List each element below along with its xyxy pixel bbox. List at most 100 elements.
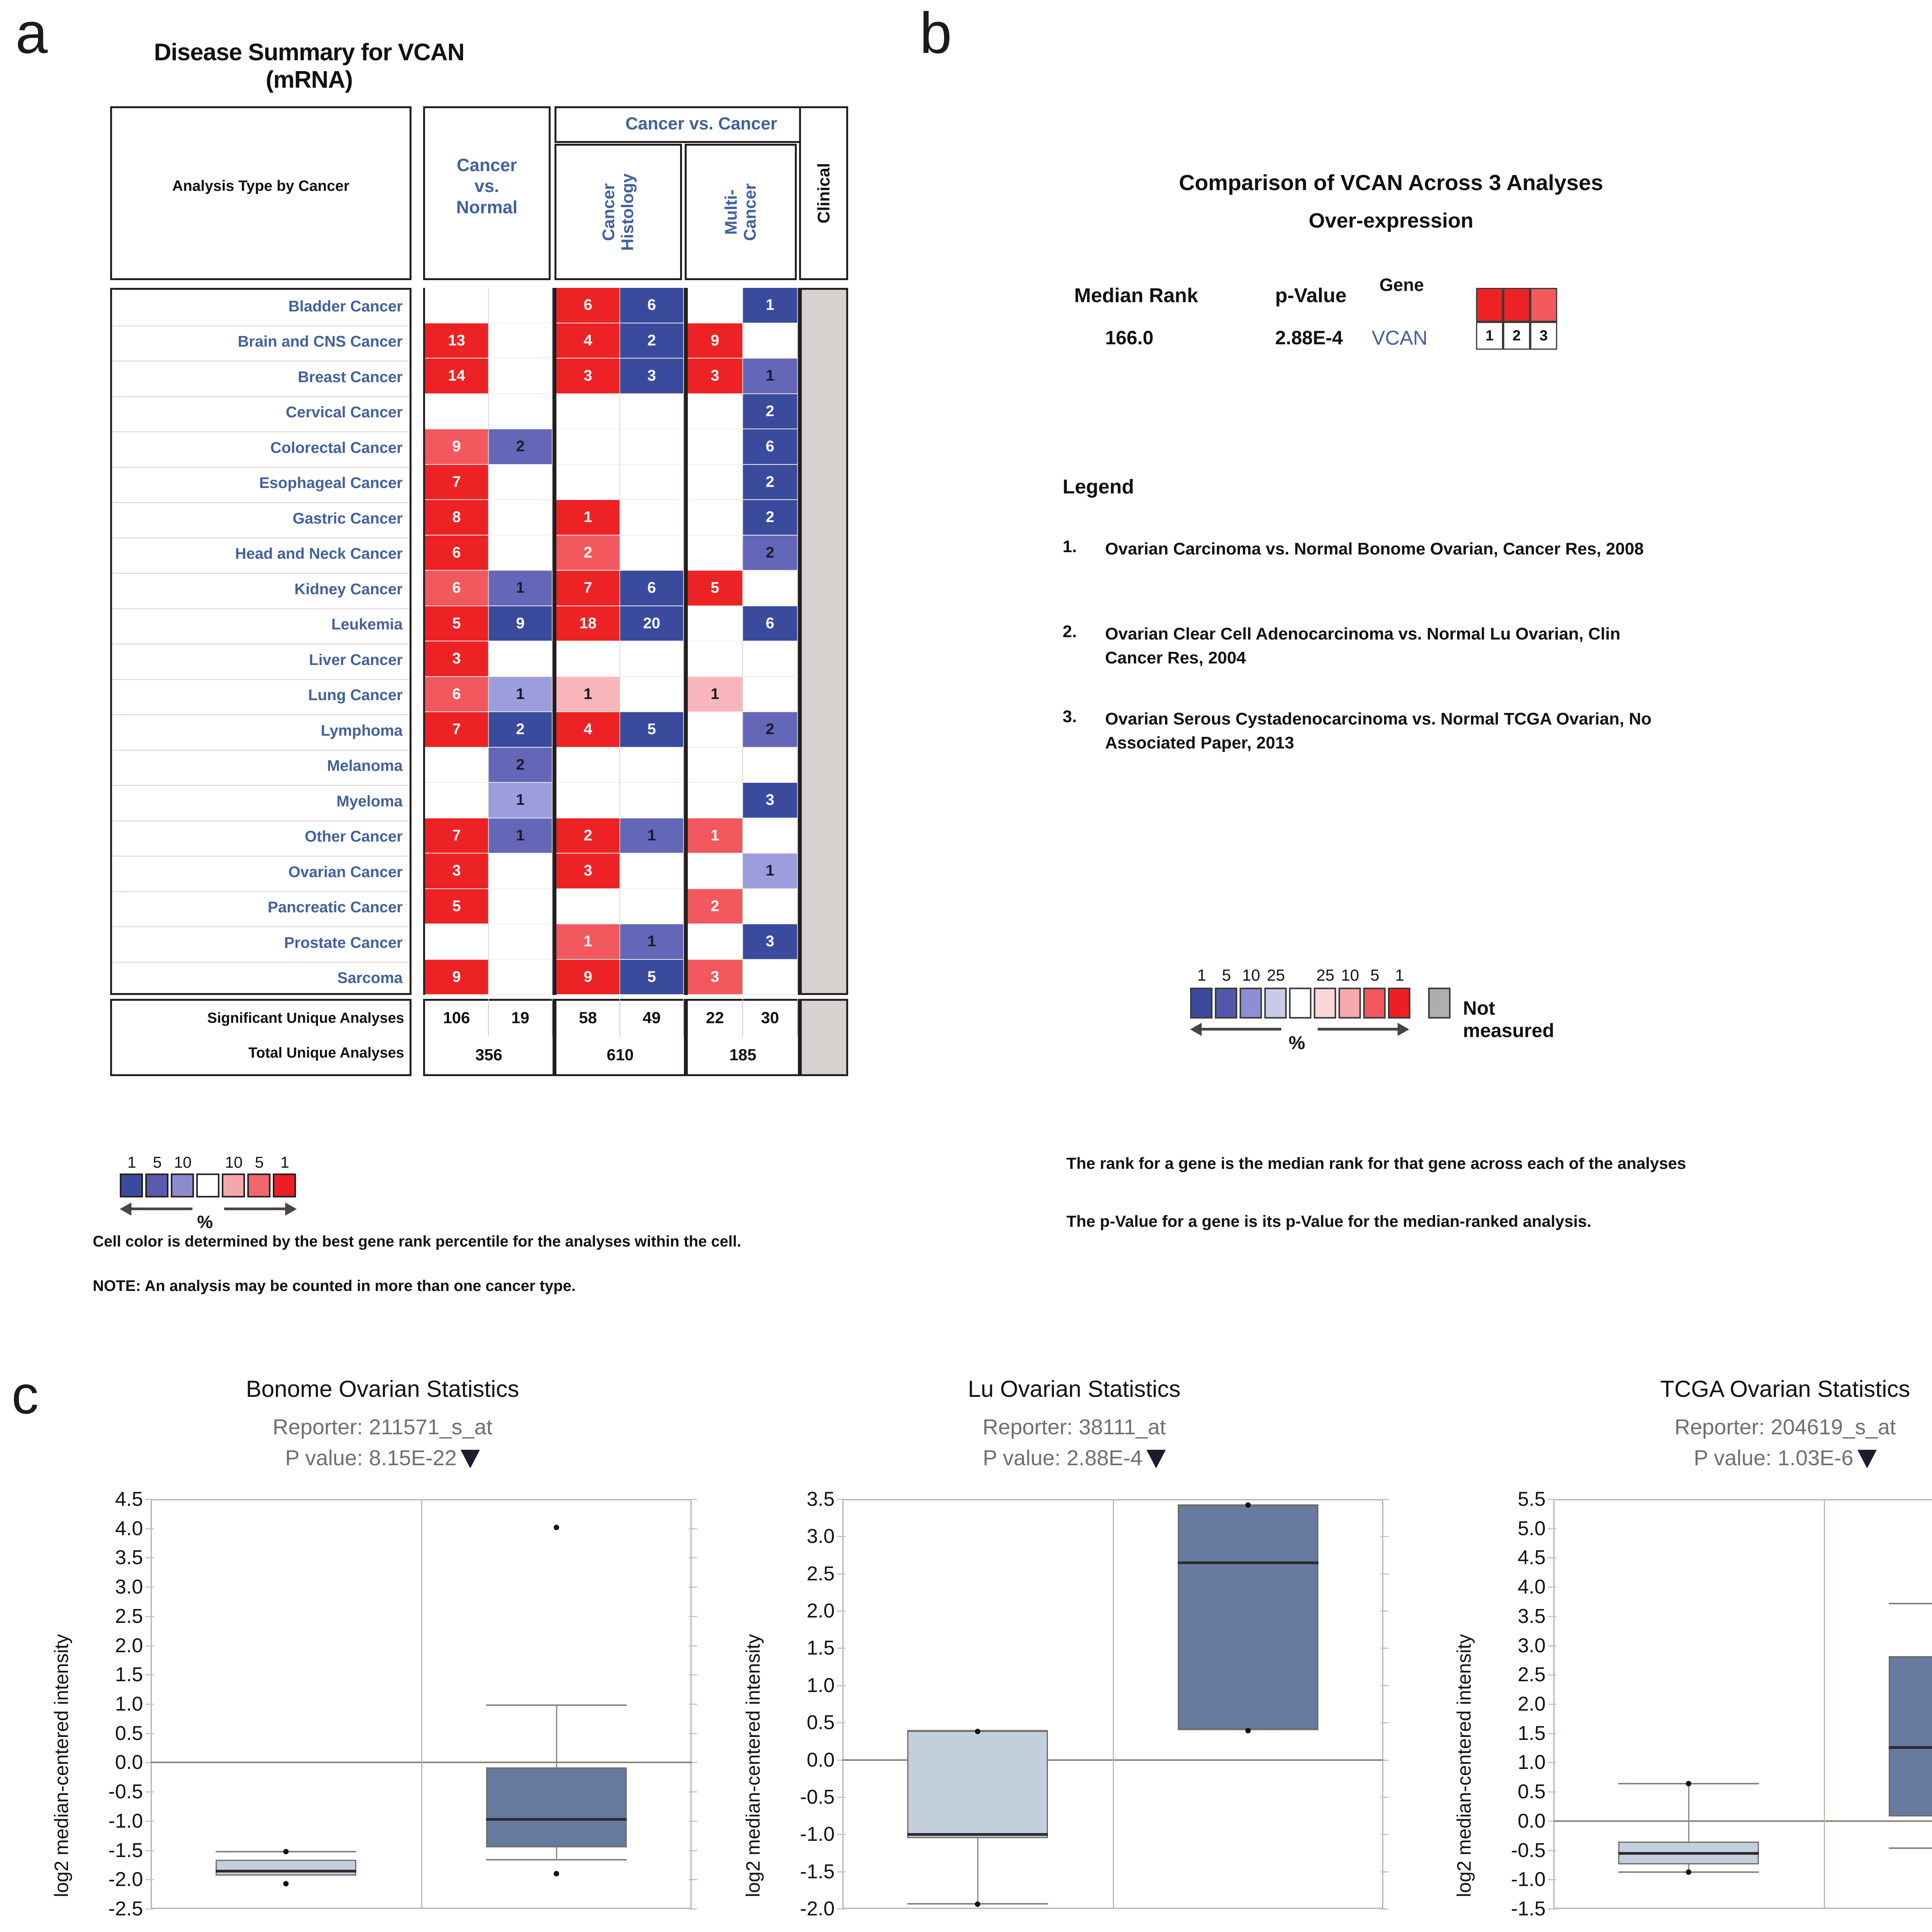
heatmap-cell[interactable] bbox=[556, 464, 620, 500]
heatmap-cell[interactable]: 9 bbox=[489, 606, 553, 641]
heatmap-cell[interactable]: 1 bbox=[743, 359, 798, 394]
heatmap-cell[interactable]: 5 bbox=[425, 606, 489, 641]
heatmap-cell[interactable]: 3 bbox=[425, 641, 489, 677]
heatmap-cell[interactable]: 5 bbox=[620, 712, 684, 748]
heatmap-cell[interactable]: 2 bbox=[489, 429, 553, 465]
heatmap-cell[interactable]: 6 bbox=[743, 606, 798, 641]
heatmap-cell[interactable] bbox=[743, 323, 798, 359]
heatmap-cell[interactable] bbox=[688, 783, 743, 818]
heatmap-cell[interactable] bbox=[489, 323, 553, 359]
heatmap-cell[interactable]: 7 bbox=[425, 712, 489, 748]
heatmap-cell[interactable]: 1 bbox=[743, 854, 798, 889]
heatmap-cell[interactable]: 3 bbox=[743, 783, 798, 818]
heatmap-cell[interactable]: 1 bbox=[743, 288, 798, 323]
heatmap-cell[interactable] bbox=[620, 747, 684, 783]
heatmap-cell[interactable]: 1 bbox=[556, 677, 620, 712]
heatmap-cell[interactable]: 3 bbox=[688, 359, 743, 394]
heatmap-cell[interactable]: 4 bbox=[556, 323, 620, 359]
heatmap-cell[interactable]: 4 bbox=[556, 712, 620, 748]
heatmap-cell[interactable]: 2 bbox=[489, 712, 553, 748]
cancer-type-label[interactable]: Lymphoma bbox=[321, 722, 403, 739]
heatmap-cell[interactable] bbox=[743, 747, 798, 783]
heatmap-cell[interactable]: 6 bbox=[556, 288, 620, 323]
heatmap-cell[interactable]: 1 bbox=[556, 500, 620, 536]
gene-rank-swatch[interactable] bbox=[1530, 288, 1557, 322]
heatmap-cell[interactable] bbox=[688, 641, 743, 677]
cancer-type-label[interactable]: Esophageal Cancer bbox=[259, 474, 403, 492]
heatmap-cell[interactable]: 20 bbox=[620, 606, 684, 641]
heatmap-cell[interactable] bbox=[688, 500, 743, 536]
heatmap-cell[interactable] bbox=[688, 854, 743, 889]
heatmap-cell[interactable] bbox=[556, 747, 620, 783]
heatmap-cell[interactable] bbox=[688, 924, 743, 960]
heatmap-cell[interactable]: 3 bbox=[743, 924, 798, 960]
heatmap-cell[interactable]: 1 bbox=[489, 571, 553, 606]
heatmap-cell[interactable] bbox=[489, 394, 553, 429]
heatmap-cell[interactable] bbox=[688, 464, 743, 500]
heatmap-cell[interactable] bbox=[620, 854, 684, 889]
heatmap-cell[interactable] bbox=[489, 464, 553, 500]
cancer-type-label[interactable]: Sarcoma bbox=[337, 969, 403, 987]
heatmap-cell[interactable] bbox=[425, 783, 489, 818]
heatmap-cell[interactable]: 7 bbox=[556, 571, 620, 606]
heatmap-cell[interactable]: 3 bbox=[425, 854, 489, 889]
box-iqr[interactable] bbox=[1889, 1656, 1932, 1816]
heatmap-cell[interactable] bbox=[743, 571, 798, 606]
cancer-type-label[interactable]: Bladder Cancer bbox=[288, 298, 403, 315]
heatmap-cell[interactable] bbox=[489, 288, 553, 323]
cancer-type-label[interactable]: Brain and CNS Cancer bbox=[238, 333, 403, 350]
heatmap-cell[interactable]: 6 bbox=[425, 535, 489, 571]
heatmap-cell[interactable]: 9 bbox=[425, 959, 489, 995]
heatmap-cell[interactable]: 9 bbox=[688, 323, 743, 359]
heatmap-cell[interactable] bbox=[743, 641, 798, 677]
heatmap-cell[interactable] bbox=[489, 500, 553, 536]
heatmap-cell[interactable]: 2 bbox=[556, 818, 620, 854]
cancer-type-label[interactable]: Leukemia bbox=[331, 616, 403, 633]
heatmap-cell[interactable]: 7 bbox=[425, 464, 489, 500]
heatmap-cell[interactable] bbox=[425, 747, 489, 783]
heatmap-cell[interactable]: 3 bbox=[688, 959, 743, 995]
heatmap-cell[interactable] bbox=[620, 641, 684, 677]
heatmap-cell[interactable]: 2 bbox=[743, 394, 798, 429]
heatmap-cell[interactable] bbox=[620, 500, 684, 536]
heatmap-cell[interactable] bbox=[489, 854, 553, 889]
heatmap-cell[interactable]: 9 bbox=[425, 429, 489, 465]
heatmap-cell[interactable]: 1 bbox=[489, 783, 553, 818]
cancer-type-label[interactable]: Gastric Cancer bbox=[293, 510, 403, 527]
heatmap-cell[interactable] bbox=[620, 677, 684, 712]
heatmap-cell[interactable] bbox=[556, 641, 620, 677]
heatmap-cell[interactable] bbox=[688, 429, 743, 465]
heatmap-cell[interactable]: 6 bbox=[425, 677, 489, 712]
heatmap-cell[interactable] bbox=[688, 712, 743, 748]
heatmap-cell[interactable] bbox=[743, 889, 798, 924]
heatmap-cell[interactable] bbox=[688, 394, 743, 429]
cancer-type-label[interactable]: Lung Cancer bbox=[308, 687, 403, 704]
cancer-type-label[interactable]: Prostate Cancer bbox=[284, 934, 403, 951]
heatmap-cell[interactable]: 3 bbox=[620, 359, 684, 394]
heatmap-cell[interactable]: 7 bbox=[425, 818, 489, 854]
heatmap-cell[interactable] bbox=[425, 924, 489, 960]
heatmap-cell[interactable] bbox=[620, 394, 684, 429]
heatmap-cell[interactable] bbox=[688, 606, 743, 641]
cancer-type-label[interactable]: Kidney Cancer bbox=[294, 580, 403, 598]
heatmap-cell[interactable]: 2 bbox=[620, 323, 684, 359]
heatmap-cell[interactable]: 5 bbox=[620, 959, 684, 995]
box-iqr[interactable] bbox=[216, 1859, 356, 1876]
gene-rank-swatch[interactable] bbox=[1476, 288, 1503, 322]
heatmap-cell[interactable]: 3 bbox=[556, 854, 620, 889]
heatmap-cell[interactable]: 6 bbox=[620, 571, 684, 606]
heatmap-cell[interactable]: 9 bbox=[556, 959, 620, 995]
heatmap-cell[interactable]: 6 bbox=[425, 571, 489, 606]
heatmap-cell[interactable] bbox=[556, 783, 620, 818]
heatmap-cell[interactable] bbox=[743, 959, 798, 995]
cancer-type-label[interactable]: Pancreatic Cancer bbox=[267, 899, 403, 916]
cancer-type-label[interactable]: Other Cancer bbox=[304, 828, 403, 845]
box-iqr[interactable] bbox=[907, 1731, 1048, 1838]
heatmap-cell[interactable]: 1 bbox=[620, 818, 684, 854]
heatmap-cell[interactable] bbox=[743, 677, 798, 712]
heatmap-cell[interactable]: 6 bbox=[620, 288, 684, 323]
heatmap-cell[interactable] bbox=[556, 889, 620, 924]
heatmap-cell[interactable] bbox=[556, 429, 620, 465]
heatmap-cell[interactable]: 2 bbox=[743, 535, 798, 571]
gene-name-vcan[interactable]: VCAN bbox=[1372, 327, 1428, 349]
